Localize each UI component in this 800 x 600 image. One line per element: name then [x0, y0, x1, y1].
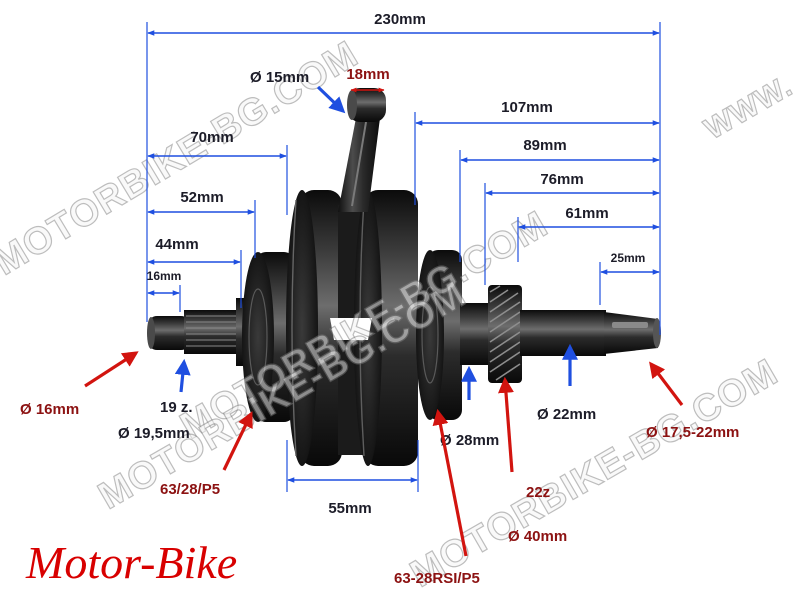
gear-teeth-label: 22z — [526, 484, 550, 501]
connecting-rod — [338, 88, 386, 212]
gear-diameter-label: Ø 40mm — [508, 528, 567, 545]
keyway — [612, 322, 648, 328]
left-shaft-tip-face — [147, 317, 155, 349]
right-shaft — [520, 310, 606, 356]
spline-diameter-label: Ø 19,5mm — [118, 425, 190, 442]
right-bearing — [416, 250, 462, 420]
right-shaft-end-face — [653, 318, 661, 348]
dim-rod-small-end-diameter-label: Ø 15mm — [250, 69, 309, 86]
left-bearing-arrow — [222, 411, 253, 471]
dimension-lines: 230mm 107mm 70mm 89mm 52mm 76mm 61mm 44m… — [146, 11, 661, 517]
right-bearing-arrow — [432, 408, 468, 557]
left-bearing — [242, 252, 294, 422]
dim-89-label: 89mm — [523, 137, 566, 154]
gear-arrow — [497, 376, 514, 473]
right-taper — [604, 312, 658, 354]
rod-small-end — [348, 88, 386, 122]
right-journal-diameter-label: Ø 28mm — [440, 432, 499, 449]
dim-web-width-label: 55mm — [328, 500, 371, 517]
right-bearing-label: 63-28RSI/P5 — [394, 570, 480, 587]
callouts: Ø 16mm 19 z. Ø 19,5mm 63/28/P5 Ø 28mm Ø … — [20, 343, 739, 587]
dim-107-label: 107mm — [501, 99, 553, 116]
left-bearing-label: 63/28/P5 — [160, 481, 220, 498]
taper-diameter-label: Ø 17,5-22mm — [646, 424, 739, 441]
left-tip-arrow — [84, 351, 139, 388]
dim-overall-length-label: 230mm — [374, 11, 426, 28]
right-shaft-diameter-label: Ø 22mm — [537, 406, 596, 423]
left-crank-web — [286, 190, 342, 466]
right-journal — [460, 303, 492, 365]
spline-teeth-label: 19 z. — [160, 399, 193, 416]
left-shaft-tip — [148, 316, 190, 350]
dim-16-label: 16mm — [147, 269, 182, 283]
left-spline — [184, 310, 240, 354]
dim-rod-small-end-width-label: 18mm — [346, 66, 389, 83]
spline-arrow — [174, 358, 191, 393]
crankshaft — [147, 88, 661, 466]
dim-25-label: 25mm — [611, 251, 646, 265]
dim-76-label: 76mm — [540, 171, 583, 188]
timing-gear — [488, 285, 522, 383]
taper-arrow — [649, 361, 684, 406]
dim-61-label: 61mm — [565, 205, 608, 222]
brand-logo: Motor-Bike — [25, 537, 237, 588]
dim-44-label: 44mm — [155, 236, 198, 253]
dim-52-label: 52mm — [180, 189, 223, 206]
left-tip-diameter-label: Ø 16mm — [20, 401, 79, 418]
counterweight-notch — [330, 318, 372, 340]
dim-70-label: 70mm — [190, 129, 233, 146]
rod-small-end-arrow — [316, 85, 346, 114]
